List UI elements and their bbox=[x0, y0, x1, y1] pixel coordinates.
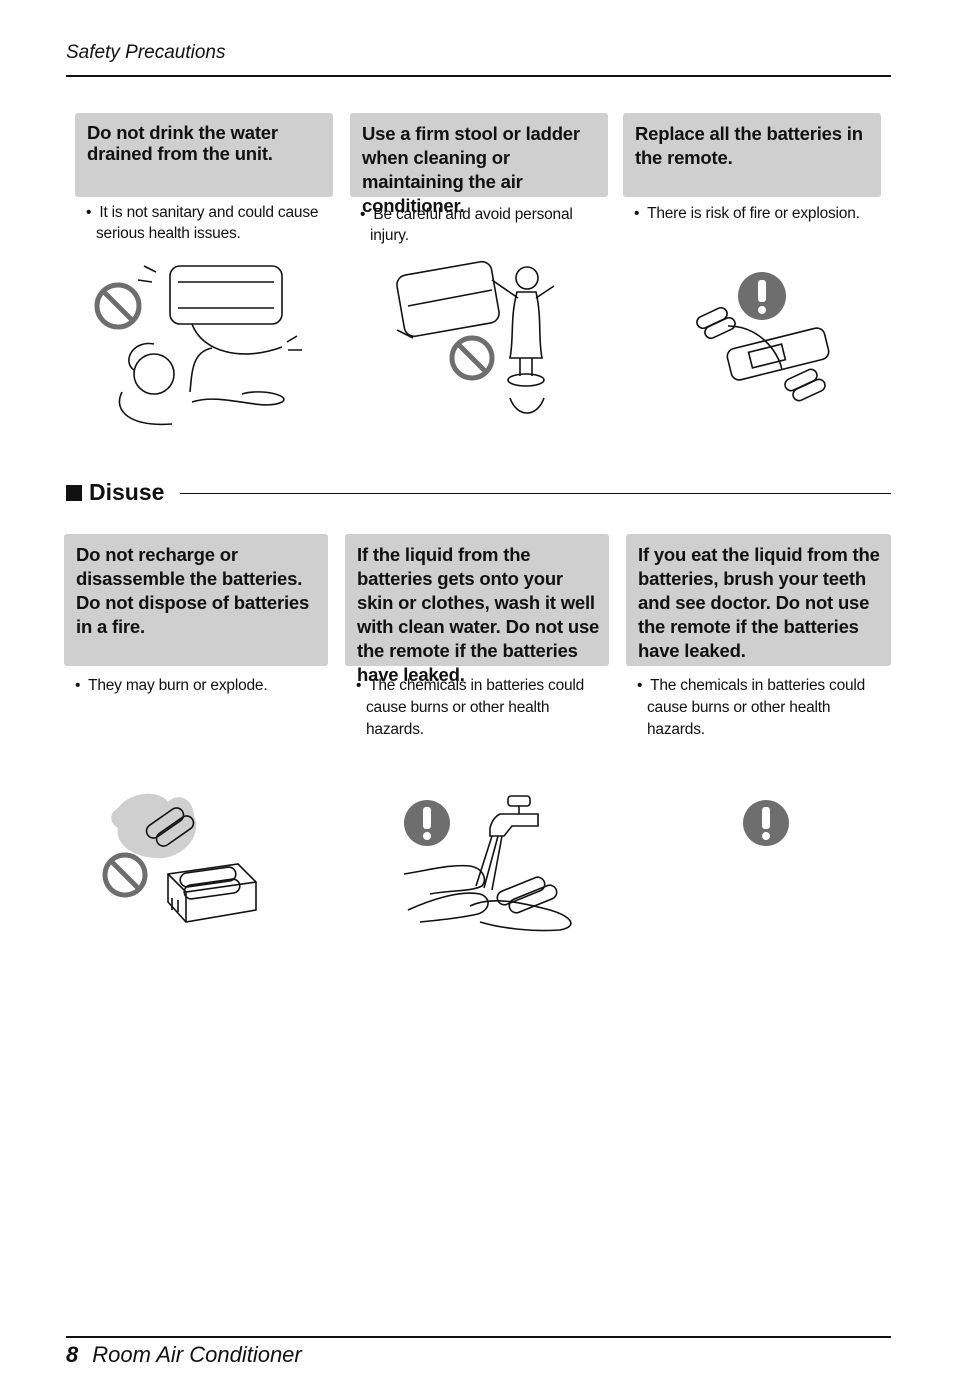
panel-liquid-skin: If the liquid from the batteries gets on… bbox=[345, 534, 609, 685]
drinking-water-illustration bbox=[94, 265, 302, 426]
page-header-title: Safety Precautions bbox=[66, 42, 226, 63]
panel-replace-batteries: Replace all the batteries in the remote. bbox=[623, 113, 881, 197]
footer-rule bbox=[66, 1336, 891, 1338]
note-liquid-skin: The chemicals in batteries could cause b… bbox=[356, 675, 606, 741]
note-firm-stool: Be careful and avoid personal injury. bbox=[360, 204, 610, 246]
panel-drain-water: Do not drink the water drained from the … bbox=[75, 113, 333, 197]
note-text: There is risk of fire or explosion. bbox=[647, 205, 860, 222]
washing-hands-illustration bbox=[403, 795, 572, 932]
panel-liquid-eaten: If you eat the liquid from the batteries… bbox=[626, 534, 891, 666]
note-replace-batteries: There is risk of fire or explosion. bbox=[634, 203, 889, 225]
section-square-icon bbox=[66, 484, 82, 501]
battery-charger-fire-illustration bbox=[102, 793, 257, 923]
page-number: 8 bbox=[66, 1342, 79, 1367]
prohibition-icon bbox=[449, 335, 495, 381]
panel-heading: Replace all the batteries in the remote. bbox=[635, 123, 863, 168]
note-text: The chemicals in batteries could cause b… bbox=[647, 677, 866, 738]
note-text: Be careful and avoid personal injury. bbox=[370, 206, 573, 244]
note-text: They may burn or explode. bbox=[88, 677, 268, 694]
warning-exclamation-icon bbox=[738, 272, 786, 320]
note-text: The chemicals in batteries could cause b… bbox=[366, 677, 585, 738]
page-footer: 8 Room Air Conditioner bbox=[66, 1342, 302, 1368]
note-liquid-eaten: The chemicals in batteries could cause b… bbox=[637, 675, 887, 741]
stool-ladder-illustration bbox=[396, 260, 555, 414]
panel-heading: Do not drink the water drained from the … bbox=[87, 122, 278, 164]
panel-heading: If the liquid from the batteries gets on… bbox=[357, 544, 600, 685]
note-drain-water: It is not sanitary and could cause serio… bbox=[86, 202, 341, 244]
note-recharge-batteries: They may burn or explode. bbox=[75, 675, 330, 697]
warning-exclamation-icon bbox=[404, 800, 450, 846]
header-rule bbox=[66, 75, 891, 77]
warning-icon-container bbox=[743, 800, 789, 846]
prohibition-icon bbox=[102, 852, 148, 898]
note-text: It is not sanitary and could cause serio… bbox=[96, 204, 319, 242]
panel-heading: If you eat the liquid from the batteries… bbox=[638, 544, 880, 661]
panel-heading: Do not recharge or disassemble the batte… bbox=[76, 544, 310, 637]
remote-batteries-illustration bbox=[696, 272, 830, 402]
panel-recharge-batteries: Do not recharge or disassemble the batte… bbox=[64, 534, 328, 666]
panel-heading: Use a firm stool or ladder when cleaning… bbox=[362, 123, 580, 216]
prohibition-icon bbox=[94, 282, 142, 330]
section-title: Disuse bbox=[89, 479, 165, 505]
panel-firm-stool: Use a firm stool or ladder when cleaning… bbox=[350, 113, 608, 216]
section-rule bbox=[180, 493, 891, 494]
section-heading-disuse: Disuse bbox=[66, 479, 164, 506]
footer-title: Room Air Conditioner bbox=[92, 1342, 302, 1367]
warning-exclamation-icon bbox=[743, 800, 789, 846]
